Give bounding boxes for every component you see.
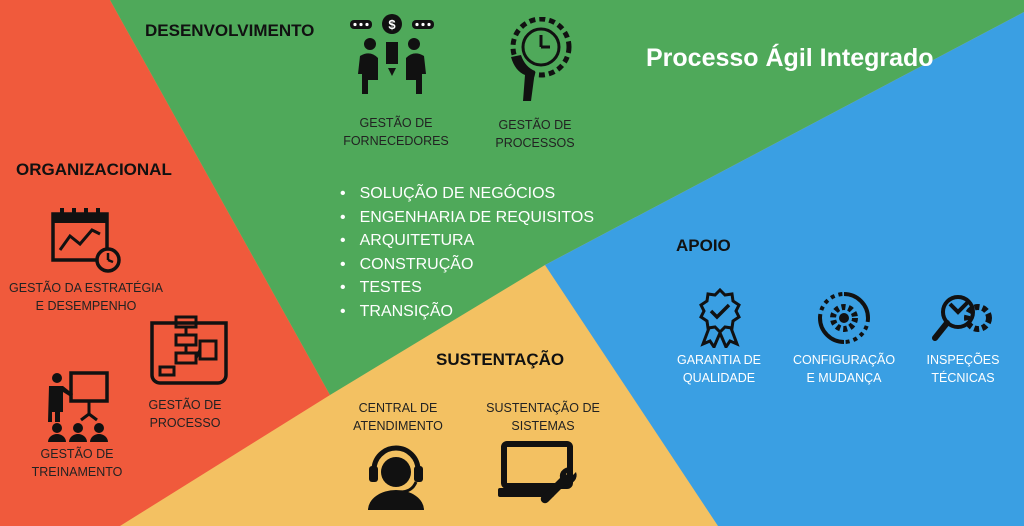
page-title: Processo Ágil Integrado <box>646 44 934 72</box>
blue-panel <box>545 12 1024 526</box>
bullet-item: ENGENHARIA DE REQUISITOS <box>340 206 594 230</box>
section-sustentacao: SUSTENTAÇÃO <box>436 350 565 369</box>
section-desenvolvimento: DESENVOLVIMENTO <box>145 21 315 40</box>
bullet-list: SOLUÇÃO DE NEGÓCIOS ENGENHARIA DE REQUIS… <box>340 182 594 323</box>
label-gestao-processo: GESTÃO DE PROCESSO <box>148 398 222 430</box>
red-panel <box>0 0 330 526</box>
label-gestao-treinamento: GESTÃO DE TREINAMENTO <box>31 447 123 479</box>
label-sustentacao-sistemas: SUSTENTAÇÃO DE SISTEMAS <box>486 401 600 433</box>
section-organizacional: ORGANIZACIONAL <box>16 160 172 179</box>
bullet-item: TESTES <box>340 276 594 300</box>
bullet-item: SOLUÇÃO DE NEGÓCIOS <box>340 182 594 206</box>
label-configuracao-mudanca: CONFIGURAÇÃO E MUDANÇA <box>792 353 896 385</box>
label-gestao-fornecedores: GESTÃO DE FORNECEDORES <box>343 116 449 148</box>
quality-badge-icon <box>699 288 741 348</box>
section-apoio: APOIO <box>676 236 731 255</box>
gear-clock-icon <box>510 17 572 101</box>
process-flow-icon <box>150 315 228 385</box>
svg-text:$: $ <box>388 17 396 32</box>
label-garantia-qualidade: GARANTIA DE QUALIDADE <box>676 353 762 385</box>
bullet-item: ARQUITETURA <box>340 229 594 253</box>
bullet-item: TRANSIÇÃO <box>340 300 594 324</box>
laptop-wrench-icon <box>498 441 577 504</box>
calendar-chart-icon <box>51 208 121 273</box>
label-inspecoes-tecnicas: INSPEÇÕES TÉCNICAS <box>926 353 1000 385</box>
bullet-item: CONSTRUÇÃO <box>340 253 594 277</box>
label-central-atendimento: CENTRAL DE ATENDIMENTO <box>353 401 443 433</box>
label-gestao-processos: GESTÃO DE PROCESSOS <box>495 118 575 150</box>
label-gestao-estrategia: GESTÃO DA ESTRATÉGIA E DESEMPENHO <box>9 281 163 313</box>
configuration-cycle-icon <box>818 292 870 344</box>
headset-support-icon <box>368 445 424 510</box>
negotiation-icon: $ <box>350 14 434 94</box>
presentation-training-icon <box>48 371 109 442</box>
inspection-icon <box>932 295 992 341</box>
